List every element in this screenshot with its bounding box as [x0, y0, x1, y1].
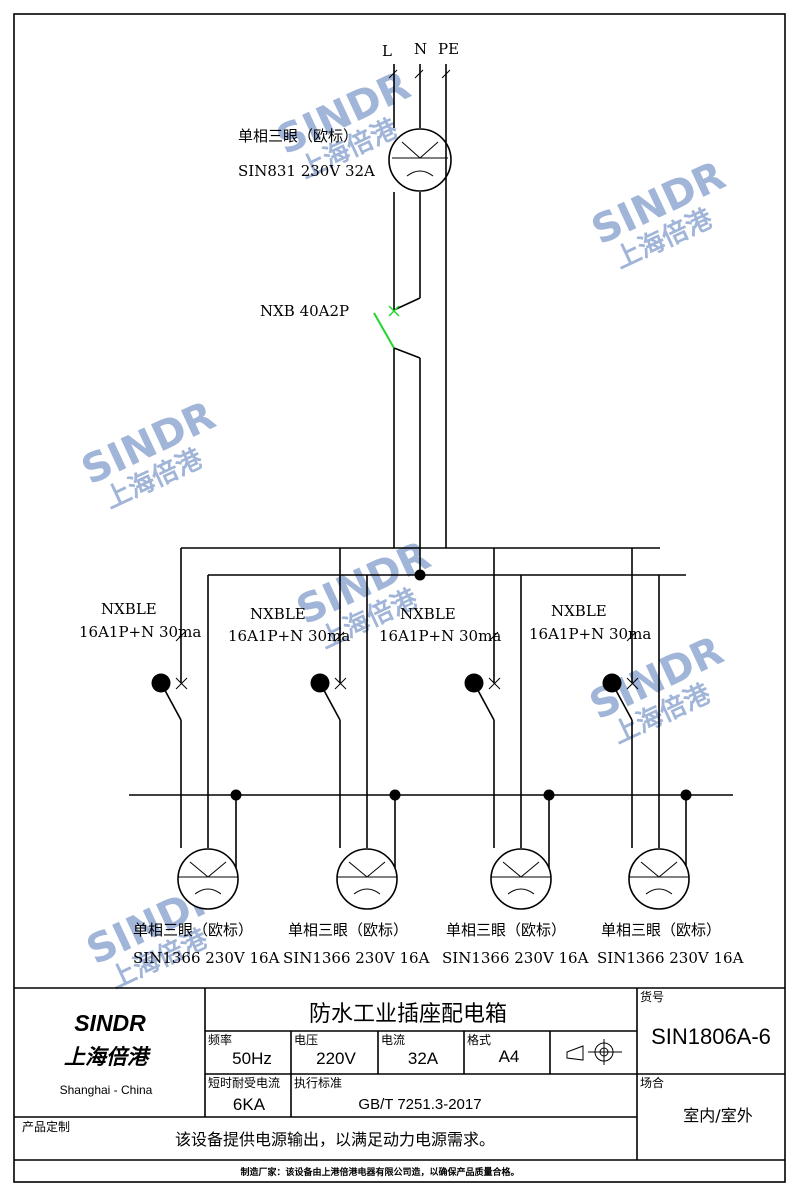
format-label: 格式 [467, 1032, 491, 1047]
branch-circuit-4 [602, 548, 692, 910]
breaker-4-handle [602, 673, 622, 693]
title-block [14, 987, 785, 1161]
breaker-4-spec: 16A1P+N 30ma [529, 625, 651, 643]
breaker-4-type: NXBLE [551, 602, 607, 620]
outlet-4-type: 单相三眼（欧标） [601, 921, 721, 939]
label-l: L [382, 42, 392, 60]
projection-symbol-icon [566, 1039, 622, 1065]
label-pe: PE [438, 40, 459, 58]
current-value: 32A [408, 1049, 439, 1068]
product-title: 防水工业插座配电箱 [309, 1002, 507, 1027]
breaker-2-handle [310, 673, 330, 693]
item-no-label: 货号 [640, 989, 664, 1004]
standard-value: GB/T 7251.3-2017 [358, 1096, 481, 1113]
current-label: 电流 [381, 1033, 405, 1047]
outlet-3-spec: SIN1366 230V 16A [442, 949, 589, 967]
freq-value: 50Hz [232, 1049, 272, 1068]
outlet-2-spec: SIN1366 230V 16A [283, 949, 430, 967]
main-socket-spec: SIN831 230V 32A [238, 162, 375, 180]
breaker-2-type: NXBLE [250, 605, 306, 623]
brand-name-cn: 上海倍港 [64, 1045, 151, 1069]
branch-circuit-1 [151, 548, 242, 910]
breaker-3-handle [464, 673, 484, 693]
supply-wires [393, 64, 447, 575]
watermark-3: SINDR 上海倍港 [75, 393, 222, 515]
breaker-3-type: NXBLE [400, 605, 456, 623]
custom-label: 产品定制 [22, 1119, 70, 1134]
site-label: 场合 [640, 1075, 664, 1090]
watermark-2: SINDR 上海倍港 [585, 153, 732, 275]
main-socket-type: 单相三眼（欧标） [238, 127, 358, 145]
neutral-junction [414, 569, 426, 581]
outlet-1-type: 单相三眼（欧标） [133, 921, 253, 939]
brand-name: SINDR [74, 1010, 146, 1036]
outlet-4-spec: SIN1366 230V 16A [597, 949, 744, 967]
branch-circuit-2 [310, 548, 401, 910]
outlet-3-type: 单相三眼（欧标） [446, 921, 566, 939]
main-breaker-label: NXB 40A2P [260, 302, 349, 320]
standard-label: 执行标准 [294, 1076, 342, 1090]
breaker-1-handle [151, 673, 171, 693]
brand-location: Shanghai - China [60, 1083, 153, 1097]
drawing-border [13, 13, 786, 1183]
short-circuit-label: 短时耐受电流 [208, 1076, 280, 1090]
short-circuit-value: 6KA [233, 1095, 266, 1114]
format-value: A4 [499, 1047, 520, 1066]
outlet-1-spec: SIN1366 230V 16A [133, 949, 280, 967]
branch-circuit-3 [464, 548, 555, 910]
main-inlet-socket [388, 128, 452, 192]
label-n: N [414, 40, 427, 58]
manufacturer-footer: 制造厂家：该设备由上港倍港电器有限公司造，以确保产品质量合格。 [240, 1166, 519, 1178]
breaker-3-spec: 16A1P+N 30ma [379, 627, 501, 645]
breaker-2-spec: 16A1P+N 30ma [228, 627, 350, 645]
breaker-1-type: NXBLE [101, 600, 157, 618]
breaker-1-spec: 16A1P+N 30ma [79, 623, 201, 641]
item-no: SIN1806A-6 [651, 1024, 771, 1049]
outlet-2-type: 单相三眼（欧标） [288, 921, 408, 939]
freq-label: 频率 [208, 1032, 232, 1047]
main-breaker [373, 305, 400, 349]
voltage-label: 电压 [294, 1033, 318, 1047]
product-description: 该设备提供电源输出，以满足动力电源需求。 [175, 1130, 495, 1149]
voltage-value: 220V [316, 1049, 356, 1068]
site-value: 室内/室外 [683, 1106, 752, 1125]
